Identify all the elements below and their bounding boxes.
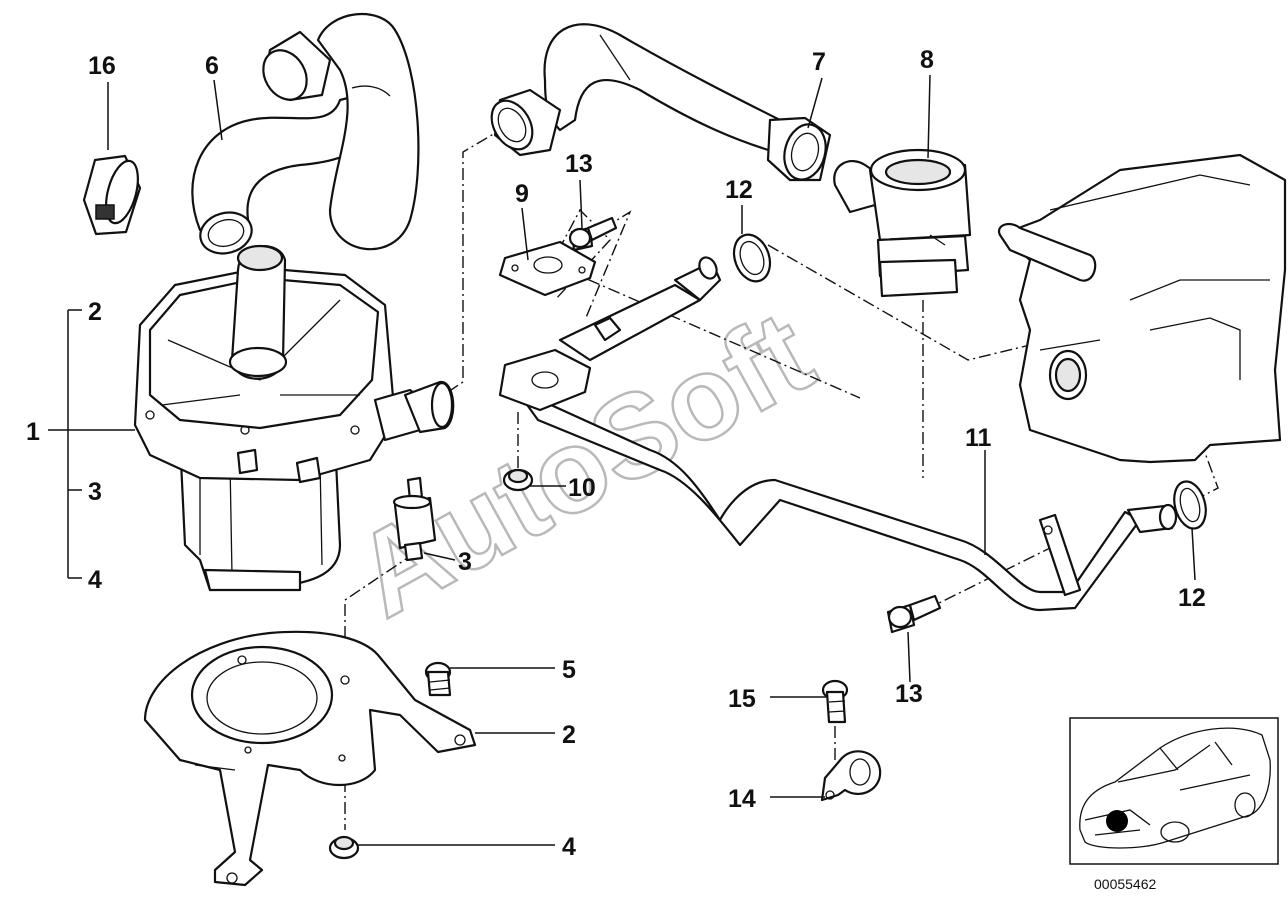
callout-8: 8 (920, 46, 934, 74)
callout-12-upper: 12 (725, 176, 753, 204)
callout-3-mount: 3 (458, 548, 472, 576)
callout-10: 10 (568, 474, 596, 502)
part-13-bolt-lower (886, 594, 942, 634)
part-12-seal-lower (1173, 480, 1207, 530)
part-13-bolt-upper (568, 216, 618, 252)
leader-lines (48, 74, 1196, 846)
callout-14: 14 (728, 785, 756, 813)
part-1-air-pump (133, 244, 455, 592)
callout-12-lower: 12 (1178, 584, 1206, 612)
part-11-air-pipe (498, 256, 1178, 612)
part-7-hose (490, 23, 832, 182)
part-6-intake-hose (191, 12, 420, 255)
callout-2-bracket: 2 (88, 298, 102, 326)
callout-9: 9 (515, 180, 529, 208)
callout-15: 15 (728, 685, 756, 713)
callout-4-bracket: 4 (88, 566, 102, 594)
diagram-reference-number: 00055462 (1094, 876, 1157, 892)
callout-6: 6 (205, 52, 219, 80)
part-4-nut (328, 835, 360, 860)
part-2-bracket (143, 630, 477, 887)
callout-16: 16 (88, 52, 116, 80)
part-16-hose-clamp (82, 154, 142, 236)
part-14-clip (820, 750, 882, 802)
part-9-gasket (498, 240, 597, 297)
engine-block (997, 153, 1287, 464)
callout-4-mount: 4 (562, 833, 576, 861)
part-12-seal-upper (732, 233, 772, 283)
callout-2-mount: 2 (562, 721, 576, 749)
callout-labels: 1 2 3 4 16 6 7 8 13 9 12 10 3 5 2 4 11 1… (26, 46, 1206, 861)
callout-11: 11 (965, 424, 992, 452)
callout-13-lower: 13 (895, 680, 923, 708)
part-3-rubber-mount (392, 476, 437, 562)
callout-5: 5 (562, 656, 576, 684)
callout-1: 1 (26, 418, 40, 446)
part-8-air-valve (833, 148, 972, 298)
callout-7: 7 (812, 48, 826, 76)
callout-3-bracket: 3 (88, 478, 102, 506)
callout-13-upper: 13 (565, 150, 593, 178)
part-10-nut (502, 468, 534, 492)
car-locator-inset (1069, 717, 1279, 865)
part-5-bolt (424, 661, 452, 697)
part-15-screw (821, 679, 849, 724)
